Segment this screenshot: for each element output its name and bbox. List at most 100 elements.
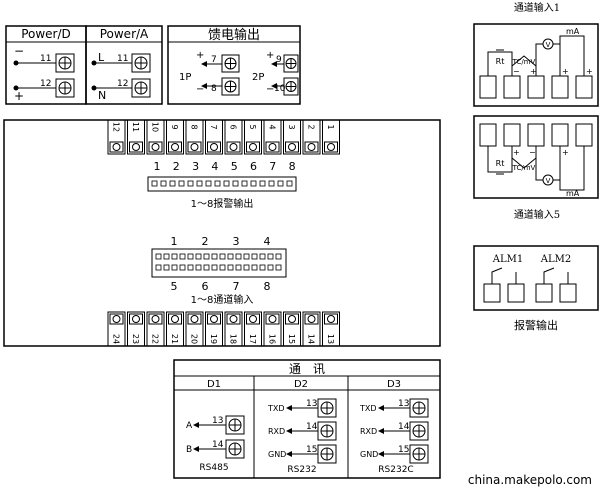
power-a-l: L [98,51,105,64]
terminal-12: 12 [107,119,126,155]
svg-text:D3: D3 [387,379,401,390]
terminal-label: 8 [190,124,199,129]
svg-text:−: − [529,148,536,157]
terminal-18: 18 [224,311,243,347]
terminal-19: 19 [205,311,223,347]
channel5-panel: Rt TC/mV V mA + − + [473,115,599,199]
communication-panel: 通 讯 D1 D2 D3 A B 13 14 RS485 TXD RXD GND… [173,359,441,479]
input-connector-pins [155,253,282,271]
alarm-connector-pins [151,180,293,187]
terminal-label: 12 [112,122,121,132]
terminal-9: 9 [166,119,184,155]
svg-text:RS232: RS232 [287,465,316,475]
svg-text:Rt: Rt [496,159,505,168]
terminal-screw-icon [131,53,151,98]
power-d-panel: Power/D − + 11 12 [5,25,87,105]
svg-text:13: 13 [212,416,223,426]
input-number: 4 [264,235,271,248]
terminal-2: 2 [302,119,321,155]
terminal-10: 10 [146,119,165,155]
svg-text:Rt: Rt [496,57,505,66]
power-a-t12: 12 [117,79,128,89]
terminal-13: 13 [322,311,340,347]
terminal-11: 11 [127,119,145,155]
power-a-title: Power/A [100,27,149,41]
svg-text:GND: GND [268,450,286,459]
svg-text:+: + [562,148,569,157]
watermark: china.makepolo.com [468,473,592,487]
terminal-15: 15 [283,311,301,347]
feed-1p: 1P [179,72,191,83]
terminal-label: 11 [131,122,140,132]
svg-text:9: 9 [276,55,282,65]
terminal-16: 16 [263,311,282,347]
alarm-number: 5 [231,160,238,173]
channel1-panel: Rt TC/mV V mA − + + + [473,23,599,107]
svg-text:mA: mA [566,189,580,198]
input-number: 3 [233,235,240,248]
svg-text:+: + [530,67,537,76]
terminal-screw-icon [317,398,337,464]
svg-text:B: B [186,445,192,455]
terminal-label: 17 [248,334,257,344]
terminal-17: 17 [244,311,262,347]
terminal-screw-icon [55,53,75,98]
svg-text:+: + [266,50,274,61]
svg-text:RS485: RS485 [199,463,228,473]
power-a-n: N [98,89,106,102]
alarm-number: 3 [192,160,199,173]
svg-text:A: A [186,421,193,431]
svg-text:GND: GND [360,450,378,459]
svg-text:15: 15 [306,445,317,455]
input-top-numbers: 1 2 3 4 [171,235,271,248]
input-number: 6 [202,280,209,293]
input-number: 1 [171,235,178,248]
terminal-label: 10 [151,122,160,132]
terminal-label: 22 [151,334,160,344]
svg-text:mA: mA [566,27,580,36]
terminal-4: 4 [263,119,282,155]
terminal-label: 18 [229,334,238,344]
terminal-screw-icon [225,415,245,459]
svg-text:13: 13 [398,399,409,409]
svg-text:RS232C: RS232C [378,465,413,475]
svg-text:TC/mV: TC/mV [512,164,536,172]
svg-text:−: − [513,67,520,76]
terminal-label: 2 [307,124,316,129]
terminal-label: 24 [112,334,121,344]
svg-text:+: + [586,67,593,76]
svg-text:D1: D1 [207,379,221,390]
terminal-6: 6 [224,119,243,155]
input-number: 7 [233,280,240,293]
terminal-5: 5 [244,119,262,155]
svg-text:8: 8 [211,84,217,94]
svg-text:RXD: RXD [268,427,285,436]
power-d-plus: + [14,89,24,103]
terminal-label: 7 [209,124,218,129]
terminal-label: 19 [209,334,218,344]
terminal-label: 15 [287,334,296,344]
terminal-screw-icon [409,398,429,464]
power-a-panel: Power/A L N 11 12 [85,25,163,105]
terminal-23: 23 [127,311,145,347]
input-number: 2 [202,235,209,248]
terminal-label: 13 [326,334,335,344]
svg-text:V: V [546,177,551,185]
terminal-label: 5 [248,124,257,129]
alarm-output-panel: ALM1 ALM2 [473,245,599,311]
feed-title: 馈电输出 [208,27,260,43]
power-d-title: Power/D [21,27,71,41]
input-number: 5 [171,280,178,293]
terminal-20: 20 [185,311,204,347]
alarm-number: 1 [154,160,161,173]
svg-text:−: − [196,84,204,95]
alarm-output-label: 1～8报警输出 [191,197,254,210]
power-d-minus: − [14,44,24,58]
terminal-label: 1 [326,124,335,129]
